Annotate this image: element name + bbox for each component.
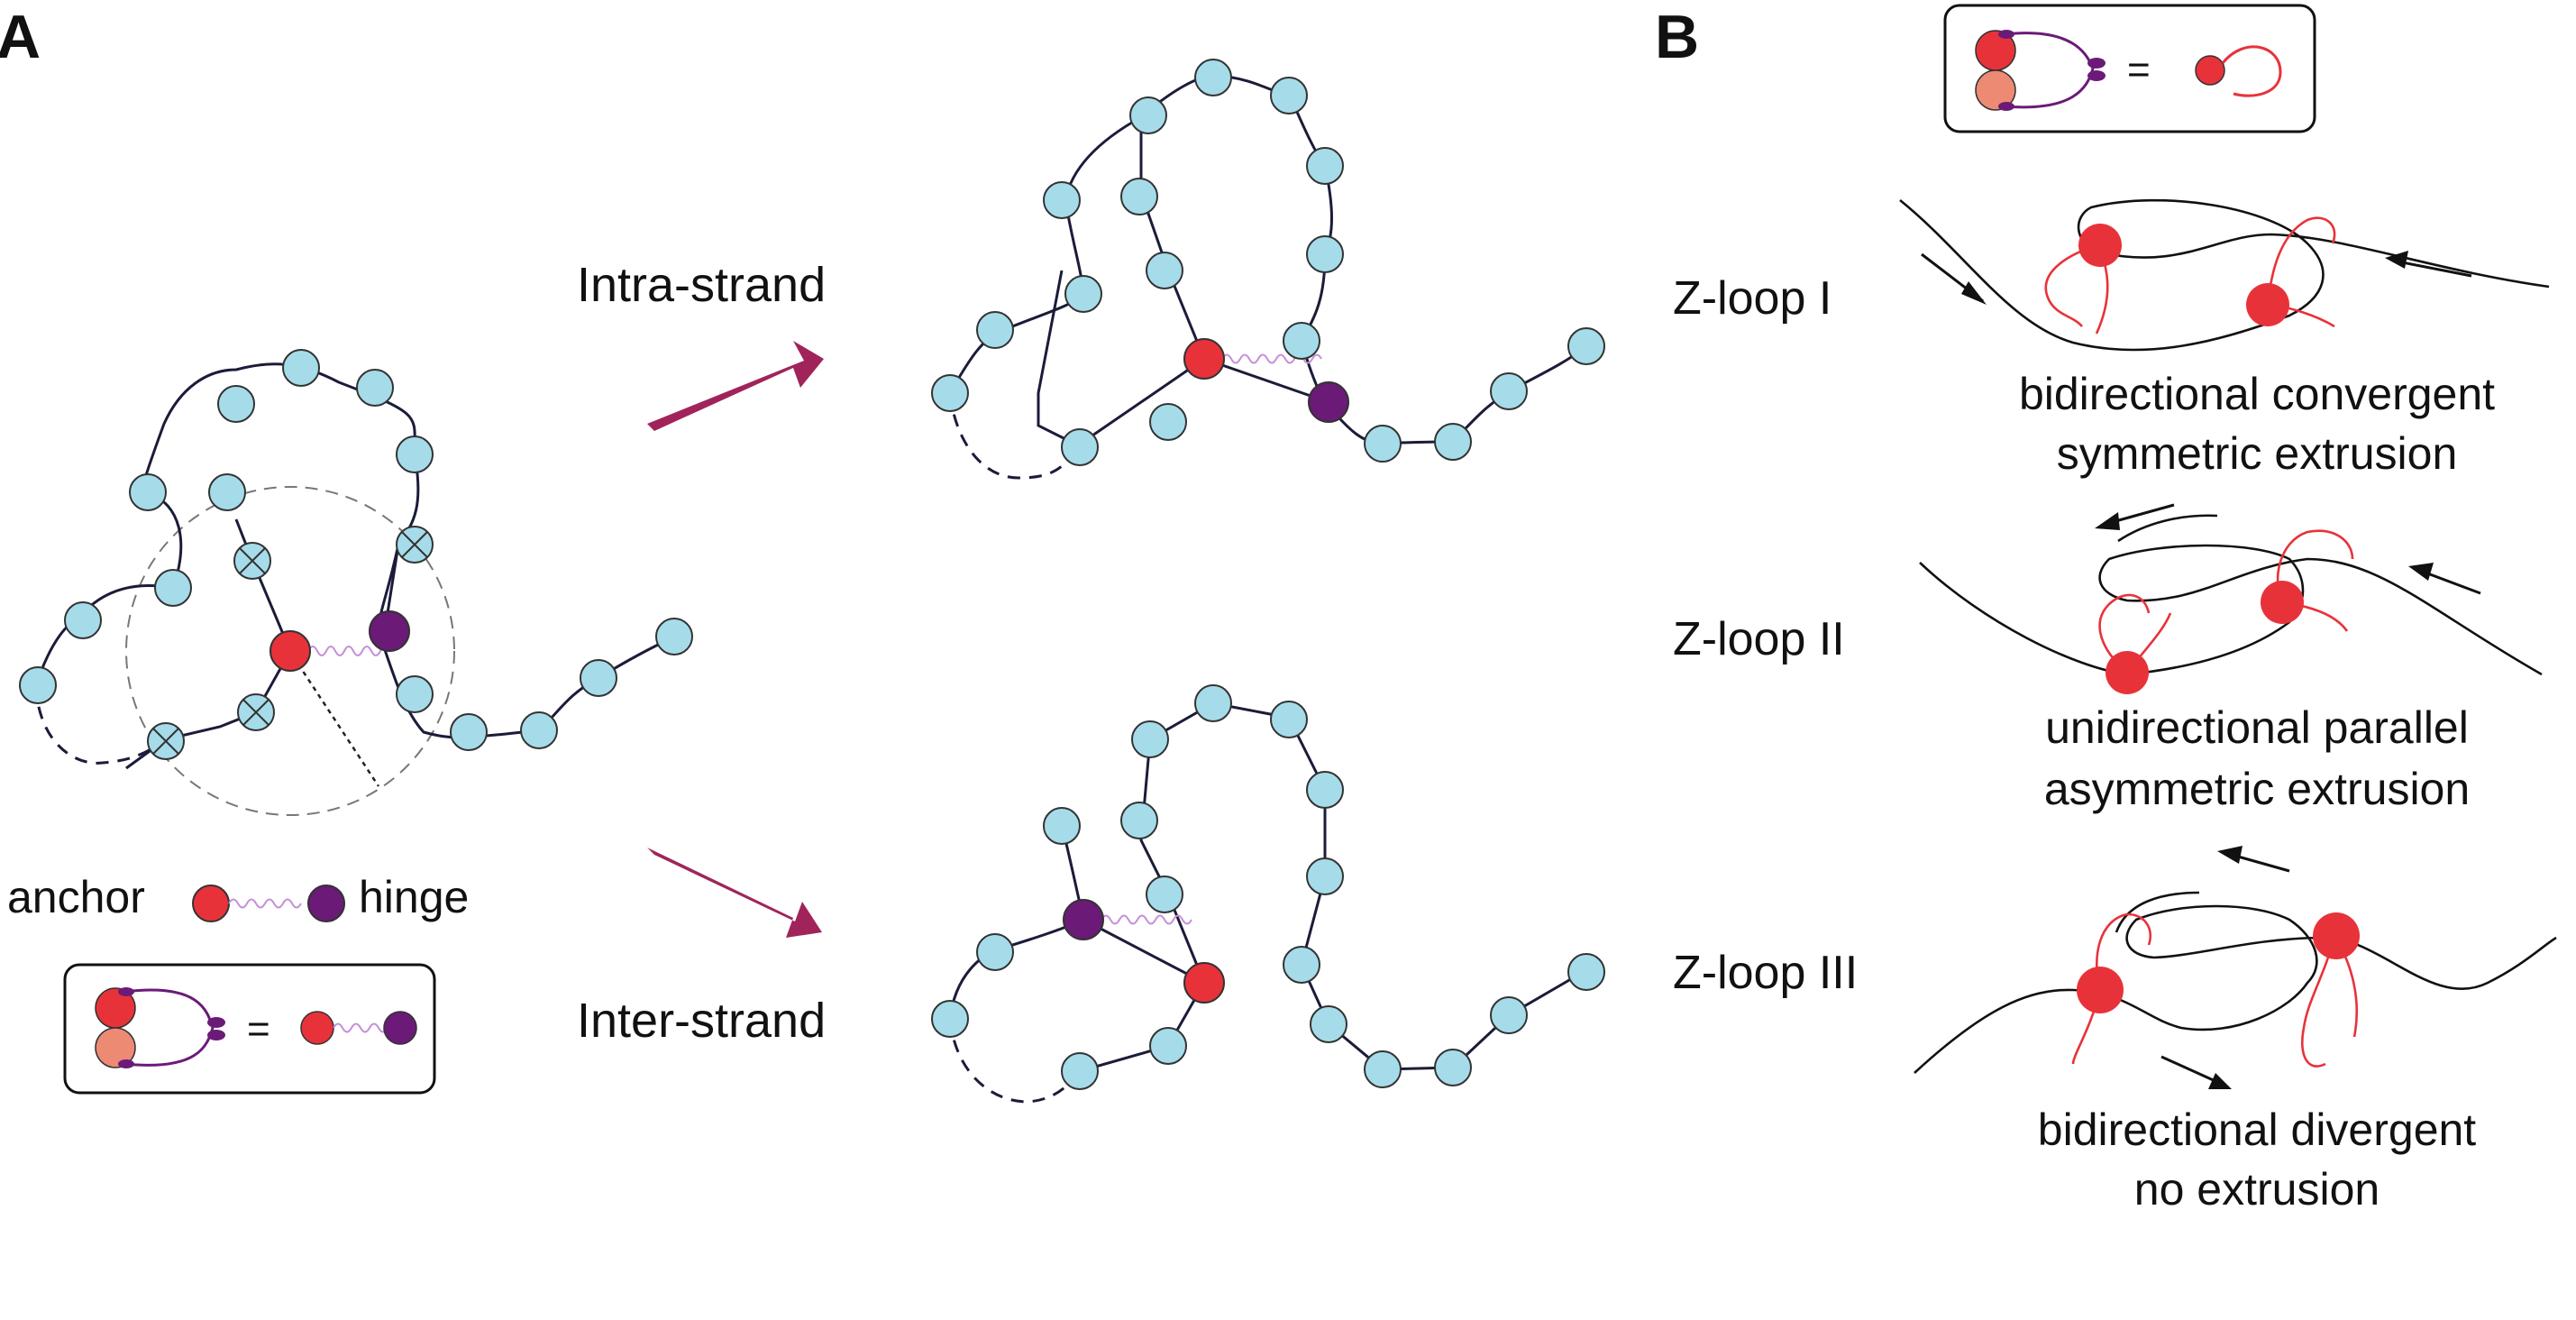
zloop-2: Z-loop II unidirectional parallel asymme… — [1673, 503, 2543, 814]
smc-legend-box-a: = — [63, 963, 436, 1095]
zloop-3: Z-loop III bidirectional divergent no ex… — [1673, 846, 2557, 1215]
intra-strand-label: Intra-strand — [577, 258, 826, 312]
bead — [129, 473, 167, 511]
anchor-bead — [269, 630, 311, 672]
excluded-bead — [147, 722, 185, 760]
search-radius-circle — [125, 486, 455, 816]
anchor-legend-bead — [192, 885, 230, 922]
zloop-3-line2: no extrusion — [2134, 1164, 2380, 1215]
bead — [217, 385, 255, 423]
zloop-3-line1: bidirectional divergent — [2038, 1105, 2477, 1155]
smc-legend-box-b: = — [1943, 4, 2316, 133]
zloop-1: Z-loop I bidirectional convergent symmet… — [1673, 198, 2550, 479]
anchor-bead — [2246, 283, 2289, 326]
bead — [154, 569, 192, 607]
hinge-bead — [1063, 899, 1104, 940]
bead — [208, 473, 246, 511]
zloop-1-line2: symmetric extrusion — [2057, 428, 2458, 479]
anchor-bead — [2106, 651, 2149, 694]
inter-strand-label: Inter-strand — [577, 994, 826, 1048]
intra-strand-arrow — [647, 341, 824, 431]
anchor-bead — [2077, 967, 2124, 1013]
panel-label-b: B — [1655, 3, 1699, 71]
zloop-2-line1: unidirectional parallel — [2045, 702, 2469, 753]
radius-line — [287, 648, 380, 787]
equals-sign: = — [247, 1007, 270, 1051]
bead — [396, 435, 434, 473]
anchor-label: anchor — [7, 872, 145, 922]
excluded-bead — [237, 693, 275, 731]
zloop-2-name: Z-loop II — [1673, 613, 1845, 665]
anchor-bead — [2078, 224, 2122, 267]
polymer-intra-strand — [931, 59, 1605, 480]
hinge-legend-bead — [307, 885, 345, 922]
bead — [282, 349, 320, 387]
zloop-2-line2: asymmetric extrusion — [2044, 764, 2470, 814]
bead — [580, 659, 617, 697]
bead — [356, 369, 394, 407]
panel-label-a: A — [0, 3, 41, 71]
excluded-bead — [396, 526, 434, 564]
polymer-chain-mid — [234, 518, 292, 652]
bead — [520, 711, 558, 749]
anchor-bead — [1183, 338, 1225, 380]
excluded-bead — [233, 542, 271, 580]
bead — [655, 618, 693, 655]
zloop-1-name: Z-loop I — [1673, 272, 1832, 325]
zloop-1-line1: bidirectional convergent — [2019, 369, 2495, 419]
anchor-bead — [2313, 912, 2360, 959]
polymer-initial — [19, 349, 693, 816]
hinge-bead — [1308, 381, 1349, 423]
bead — [450, 713, 488, 751]
anchor-bead — [2261, 581, 2304, 624]
legend-spring — [228, 898, 302, 909]
polymer-chain — [34, 362, 675, 739]
anchor-hinge-legend: anchor hinge — [7, 872, 469, 922]
hinge-bead — [369, 610, 410, 652]
hinge-label: hinge — [359, 872, 469, 922]
anchor-bead — [1183, 962, 1225, 1004]
bead — [64, 601, 102, 639]
bead — [19, 666, 57, 704]
polymer-dashed-end — [34, 684, 167, 765]
polymer-inter-strand — [931, 684, 1605, 1104]
inter-strand-arrow — [647, 848, 822, 938]
equals-sign: = — [2127, 48, 2151, 92]
zloop-3-name: Z-loop III — [1673, 947, 1858, 999]
bead — [396, 675, 434, 713]
